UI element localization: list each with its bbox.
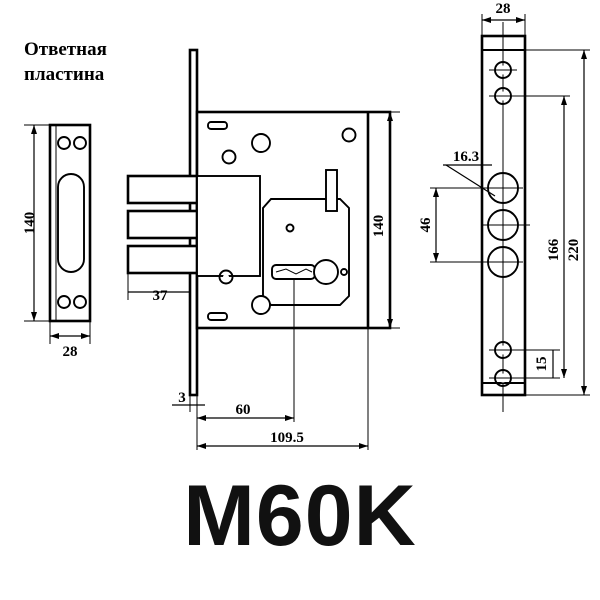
- dim-label-strike-plate-height: 140: [22, 212, 38, 235]
- dim-arrow-140-left-bottom: [31, 312, 37, 321]
- dim-arrow-220-bottom: [581, 386, 587, 395]
- dim-arrow-140-case-top: [387, 112, 393, 121]
- cylinder-small-hole-right: [340, 268, 348, 276]
- dim-arrow-140-left-top: [31, 125, 37, 134]
- dim-arrow-166-bottom: [561, 369, 567, 378]
- strike-plate-screw-hole-bottom-left: [57, 295, 71, 309]
- case-screw-boss-lower-left: [218, 269, 234, 285]
- case-top-slot: [207, 121, 228, 130]
- strike-plate-screw-hole-top-right: [73, 136, 87, 150]
- dim-label-strike-plate-width: 28: [63, 344, 78, 360]
- dim-label-faceplate-length: 220: [566, 239, 582, 262]
- dim-arrow-60-left: [197, 415, 206, 421]
- strike-plate-title-line2: пластина: [24, 64, 105, 85]
- cylinder-pin-hole: [285, 223, 295, 233]
- case-bottom-slot: [207, 312, 228, 321]
- dim-label-faceplate-width: 28: [496, 1, 511, 17]
- strike-plate-slot: [57, 173, 85, 273]
- dim-label-lock-body-height: 140: [371, 215, 387, 238]
- dim-arrow-46-bottom: [433, 253, 439, 262]
- cylinder-housing: [262, 198, 350, 306]
- keyhole-slot-profile: [275, 268, 313, 275]
- faceplate-bolt-hole-2: [483, 207, 530, 243]
- case-vertical-window: [325, 169, 338, 212]
- dim-arrow-46-top: [433, 188, 439, 197]
- dim-label-cylinder-offset: 60: [236, 402, 251, 418]
- faceplate-screw-hole-top-1: [489, 61, 517, 79]
- case-screw-boss-upper-left: [221, 149, 237, 165]
- dim-label-hole-spacing: 46: [418, 217, 434, 233]
- dim-arrow-166-top: [561, 96, 567, 105]
- dim-arrow-28-face-right: [516, 17, 525, 23]
- dim-arrow-60-right: [285, 415, 294, 421]
- dim-label-bottom-screw-spacing: 15: [534, 357, 550, 372]
- dim-label-total-depth: 109.5: [270, 430, 304, 446]
- dim-label-bolt-projection: 37: [153, 288, 169, 304]
- spindle-hole: [313, 259, 339, 285]
- dim-arrow-1095-left: [197, 443, 206, 449]
- dim-arrow-140-case-bottom: [387, 319, 393, 328]
- dim-arrow-28-strike-right: [81, 333, 90, 339]
- strike-plate-view: 140 28: [22, 123, 92, 360]
- dim-arrow-220-top: [581, 50, 587, 59]
- dim-label-faceplate-thickness: 3: [178, 390, 186, 406]
- dim-arrow-28-face-left: [482, 17, 491, 23]
- case-screw-boss-upper-right: [341, 127, 357, 143]
- keyhole-slot-outer: [271, 264, 316, 280]
- strike-plate-screw-hole-top-left: [57, 136, 71, 150]
- lock-body-view: 140 37 3 60 109.5: [126, 48, 400, 450]
- dim-arrow-28-strike-left: [50, 333, 59, 339]
- deadbolt-tongue-1: [126, 174, 199, 205]
- case-hole-upper-center: [251, 133, 271, 153]
- dim-label-cylinder-hole-diameter: 16.3: [453, 149, 479, 165]
- deadbolt-tongue-3: [126, 244, 199, 275]
- strike-plate-screw-hole-bottom-right: [73, 295, 87, 309]
- dim-arrow-1095-right: [359, 443, 368, 449]
- strike-plate-title-line1: Ответная: [24, 39, 107, 60]
- model-label: M60K: [183, 468, 416, 564]
- dim-leader-163: [445, 164, 496, 197]
- dim-label-screw-span: 166: [546, 238, 562, 261]
- deadbolt-tongue-2: [126, 209, 199, 240]
- case-hole-lower-center: [251, 295, 271, 315]
- bolt-carrier-block: [196, 175, 261, 277]
- faceplate-view: 28 16.3 46 15 166: [418, 1, 590, 412]
